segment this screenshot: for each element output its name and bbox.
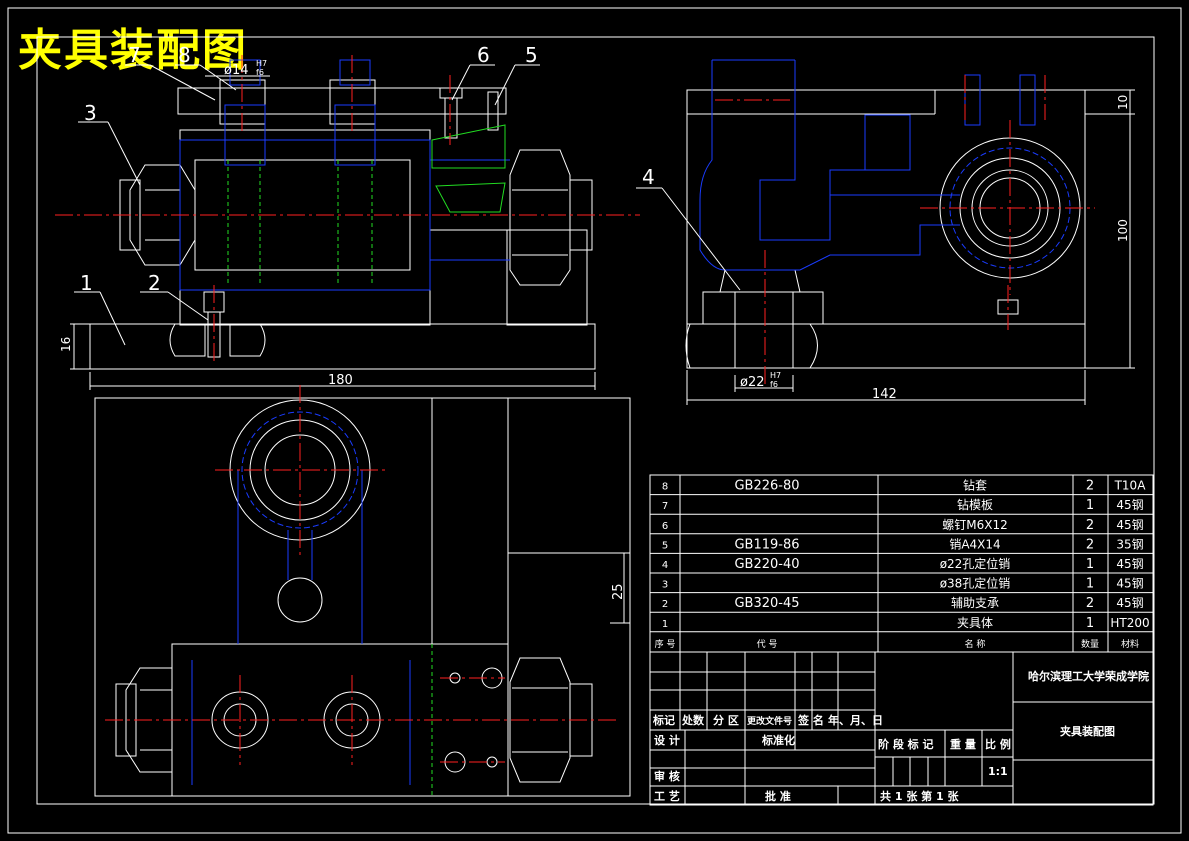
- stage-mark-label: 阶 段 标 记: [878, 737, 934, 751]
- parts-header-name: 名 称: [965, 638, 986, 650]
- drawing-frame: [7, 7, 1182, 834]
- top-view-dims: [610, 552, 630, 624]
- parts-row-qty: 2: [1086, 479, 1094, 494]
- balloon-7: 7: [128, 43, 141, 67]
- school-name: 哈尔滨理工大学荣成学院: [1028, 669, 1149, 683]
- parts-row-name: 钻模板: [957, 497, 993, 512]
- rev-zone: 分 区: [713, 713, 739, 727]
- parts-row-qty: 1: [1086, 557, 1094, 572]
- parts-row-code: GB220-40: [734, 557, 799, 572]
- parts-row-mat: 45钢: [1116, 498, 1143, 512]
- parts-header-qty: 数量: [1081, 638, 1099, 650]
- balloon-1: 1: [80, 271, 93, 295]
- parts-row-qty: 1: [1086, 616, 1094, 631]
- parts-header-code: 代 号: [757, 639, 778, 650]
- dim-bore-bottom: ø22: [740, 375, 765, 390]
- parts-row-name: 螺钉M6X12: [942, 518, 1007, 532]
- parts-row-mat: 45钢: [1116, 518, 1143, 532]
- dim-180: 180: [328, 373, 353, 388]
- review-label: 审 核: [654, 769, 680, 783]
- parts-row-no: 3: [662, 580, 668, 591]
- balloon-6: 6: [477, 43, 490, 67]
- parts-row-qty: 2: [1086, 518, 1094, 533]
- process-label: 工 艺: [654, 789, 680, 803]
- parts-row-mat: 45钢: [1116, 557, 1143, 571]
- title-block: [649, 651, 1154, 806]
- dim-100: 100: [1116, 219, 1130, 242]
- front-view: [55, 55, 640, 370]
- parts-row-name: 销A4X14: [949, 537, 1000, 551]
- side-view-dims: [636, 89, 1135, 405]
- parts-row-mat: T10A: [1114, 479, 1147, 493]
- dim-bore-top-tol-lower: f6: [256, 68, 264, 77]
- parts-list: [649, 474, 1154, 653]
- parts-row-no: 2: [662, 599, 668, 610]
- drawing-name: 夹具装配图: [1060, 724, 1115, 738]
- parts-row-mat: 45钢: [1116, 596, 1143, 610]
- parts-row-name: ø22孔定位销: [940, 556, 1011, 571]
- front-view-labels: 3 1 2 7 8 6 5 ø14 H7 f6 16 180: [59, 43, 538, 388]
- front-view-dims: [70, 64, 596, 390]
- parts-row-name: 辅助支承: [951, 596, 999, 610]
- dim-16: 16: [59, 337, 73, 352]
- parts-row-mat: 45钢: [1116, 577, 1143, 591]
- parts-list-rows: 8 GB226-80 钻套 2 T10A 7 钻模板 1 45钢 6 螺钉M6X12 2 45钢 5 GB1…: [650, 478, 1153, 650]
- parts-row-no: 4: [662, 560, 668, 571]
- side-view: [685, 59, 1095, 385]
- rev-mark: 标记: [652, 713, 675, 727]
- dim-142: 142: [872, 387, 897, 402]
- parts-row-no: 7: [662, 501, 668, 512]
- balloon-3: 3: [84, 101, 97, 125]
- rev-count: 处数: [681, 713, 705, 727]
- parts-row-mat: HT200: [1110, 616, 1149, 630]
- parts-row-code: GB119-86: [734, 537, 799, 552]
- parts-header-mat: 材料: [1121, 638, 1139, 650]
- dim-bore-top-tol-upper: H7: [256, 59, 267, 68]
- balloon-4: 4: [642, 165, 655, 189]
- dim-10: 10: [1116, 95, 1130, 110]
- parts-row-no: 5: [662, 540, 668, 551]
- rev-doc: 更改文件号: [747, 715, 792, 727]
- parts-row-no: 8: [662, 482, 668, 493]
- scale-label: 比 例: [985, 737, 1011, 751]
- rev-date: 年、月、日: [828, 713, 883, 727]
- parts-row-name: 钻套: [963, 478, 987, 493]
- parts-row-qty: 2: [1086, 537, 1094, 552]
- parts-row-qty: 2: [1086, 596, 1094, 611]
- parts-row-code: GB226-80: [734, 479, 799, 494]
- parts-row-qty: 1: [1086, 577, 1094, 592]
- rev-sign: 签 名: [797, 713, 824, 727]
- parts-row-mat: 35钢: [1116, 537, 1143, 551]
- standardize-label: 标准化: [761, 733, 795, 747]
- sheet-count: 共 1 张 第 1 张: [880, 789, 959, 803]
- approve-label: 批 准: [765, 789, 791, 803]
- balloon-8: 8: [178, 43, 191, 67]
- top-view: [94, 385, 631, 797]
- parts-row-no: 1: [662, 619, 668, 630]
- weight-label: 重 量: [950, 737, 976, 751]
- dim-bore-bottom-tol-upper: H7: [770, 371, 781, 380]
- parts-row-name: ø38孔定位销: [940, 576, 1011, 591]
- drawing-title: 夹具装配图: [18, 25, 248, 76]
- title-block-text: 哈尔滨理工大学荣成学院 夹具装配图 标记 处数 分 区 更改文件号 签 名 年、…: [652, 669, 1149, 803]
- dim-bore-top: ø14: [224, 63, 249, 78]
- parts-header-no: 序 号: [655, 638, 676, 650]
- design-label: 设 计: [654, 733, 680, 747]
- parts-row-name: 夹具体: [957, 616, 993, 630]
- parts-row-code: GB320-45: [734, 596, 799, 611]
- side-view-labels: 4 10 100 142 ø22 H7 f6: [642, 95, 1130, 402]
- balloon-2: 2: [148, 271, 161, 295]
- parts-row-qty: 1: [1086, 498, 1094, 513]
- balloon-5: 5: [525, 43, 538, 67]
- dim-25: 25: [611, 583, 626, 600]
- parts-row-no: 6: [662, 521, 668, 532]
- dim-bore-bottom-tol-lower: f6: [770, 380, 778, 389]
- scale-value: 1:1: [988, 765, 1008, 778]
